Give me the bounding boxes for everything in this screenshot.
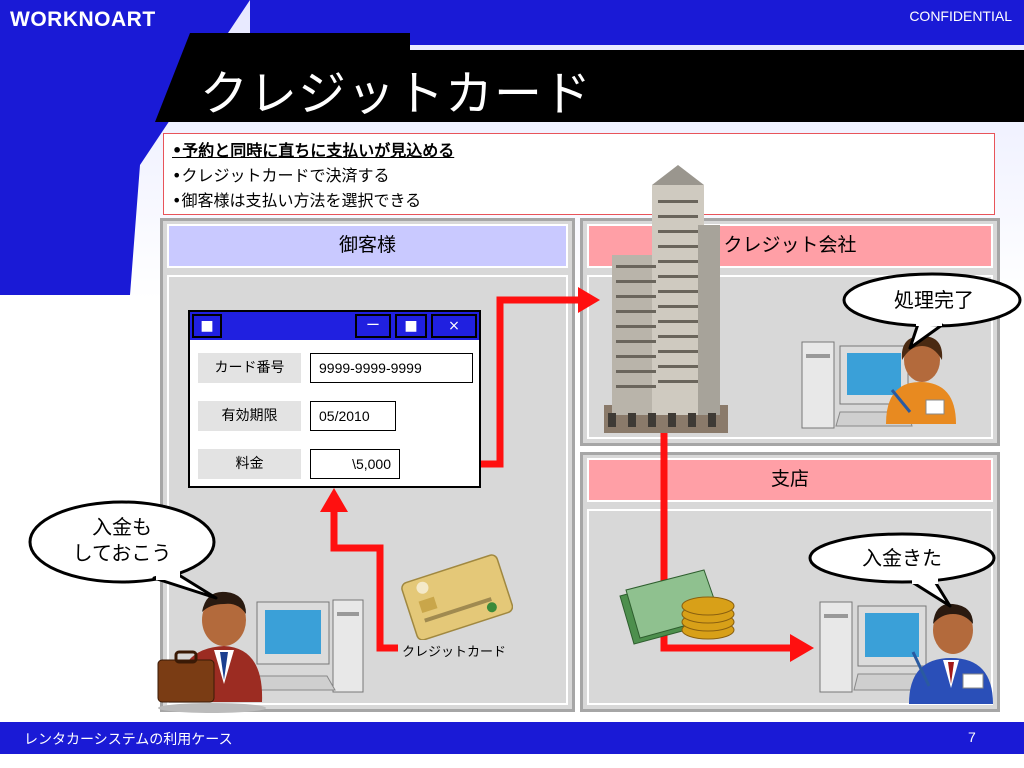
footer-text: レンタカーシステムの利用ケース <box>24 732 233 748</box>
customer-bubble-text: 入金も しておこう <box>30 514 214 566</box>
customer-speech-bubble <box>28 500 218 600</box>
customer-bubble-line: 入金も <box>92 515 152 539</box>
window-menu-button[interactable]: ■ <box>192 314 222 338</box>
branch-bubble-text: 入金きた <box>862 546 942 570</box>
card-number-field[interactable]: 9999-9999-9999 <box>310 353 473 383</box>
expiry-field[interactable]: 05/2010 <box>310 401 396 431</box>
window-minimize-button[interactable]: ー <box>355 314 391 338</box>
bullet-item: •クレジットカードで決済する <box>172 166 390 185</box>
customer-panel-header: 御客様 <box>167 224 568 268</box>
confidential-label: CONFIDENTIAL <box>909 8 1012 24</box>
fee-label: 料金 <box>198 449 301 479</box>
card-number-label: カード番号 <box>198 353 301 383</box>
bullet-item: •御客様は支払い方法を選択できる <box>172 191 422 210</box>
brand-logo-text: WORKNOART <box>10 8 156 31</box>
credit-company-bubble-text: 処理完了 <box>894 288 974 312</box>
branch-panel-header: 支店 <box>587 458 993 502</box>
credit-card-icon <box>401 554 513 640</box>
customer-person-icon <box>157 591 266 713</box>
bullet-item: •予約と同時に直ちに支払いが見込める <box>172 141 455 160</box>
window-titlebar <box>190 312 479 340</box>
customer-bubble-line: しておこう <box>72 541 172 565</box>
credit-card-caption: クレジットカード <box>402 645 507 660</box>
computer-icon <box>255 599 364 693</box>
expiry-label: 有効期限 <box>198 401 301 431</box>
footer-bar: レンタカーシステムの利用ケース 7 <box>0 722 1024 754</box>
branch-speech-bubble <box>808 532 996 608</box>
window-maximize-button[interactable]: ■ <box>395 314 427 338</box>
office-building-icon <box>604 165 728 433</box>
window-close-button[interactable]: × <box>431 314 477 338</box>
staff-person-icon <box>886 336 956 424</box>
money-icon <box>619 569 735 645</box>
branch-person-icon <box>909 603 993 704</box>
fee-field[interactable]: \5,000 <box>310 449 400 479</box>
bullet-box: •予約と同時に直ちに支払いが見込める •クレジットカードで決済する •御客様は支… <box>163 133 995 215</box>
payment-window: ■ ー ■ × カード番号 9999-9999-9999 有効期限 05/201… <box>188 310 481 488</box>
page-title: クレジットカード <box>200 66 593 122</box>
credit-company-speech-bubble <box>842 272 1022 350</box>
page-number: 7 <box>968 729 976 745</box>
